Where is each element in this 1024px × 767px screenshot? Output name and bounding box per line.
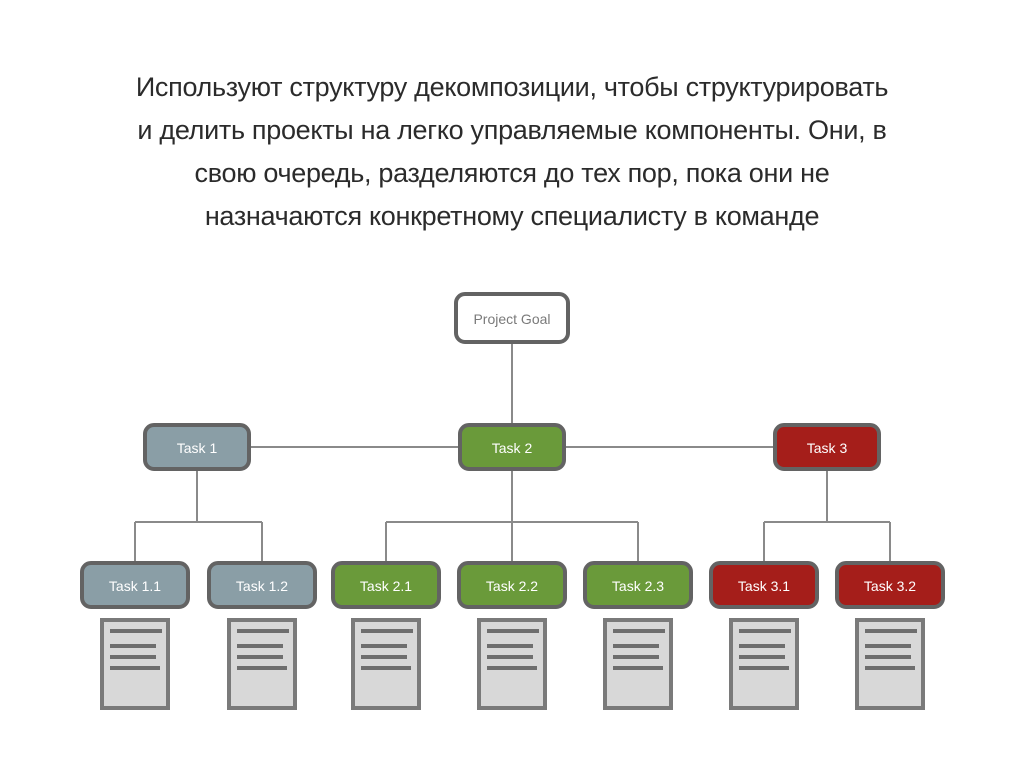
task-3-2-node[interactable]: Task 3.2 [835, 561, 945, 609]
task-1-1-node-box [80, 561, 190, 609]
project-goal-node-label: Project Goal [473, 311, 550, 327]
task-3-node-box [773, 423, 881, 471]
project-goal-node[interactable]: Project Goal [454, 292, 570, 344]
document-icon [477, 618, 547, 710]
task-2-3-node-box [583, 561, 693, 609]
task-3-1-node-box [709, 561, 819, 609]
task-2-1-node-label: Task 2.1 [360, 578, 412, 594]
task-2-2-node[interactable]: Task 2.2 [457, 561, 567, 609]
task-2-1-node-box [331, 561, 441, 609]
task-1-2-node-box [207, 561, 317, 609]
task-1-2-node[interactable]: Task 1.2 [207, 561, 317, 609]
task-1-node-label: Task 1 [177, 440, 218, 456]
document-icon [729, 618, 799, 710]
title-line: назначаются конкретному специалисту в ко… [204, 201, 820, 231]
task-2-node-label: Task 2 [492, 440, 533, 456]
task-1-node-box [143, 423, 251, 471]
document-icon [227, 618, 297, 710]
task-3-node-label: Task 3 [807, 440, 848, 456]
project-goal-node-box [454, 292, 570, 344]
task-1-node[interactable]: Task 1 [143, 423, 251, 471]
task-2-1-node[interactable]: Task 2.1 [331, 561, 441, 609]
task-1-1-node[interactable]: Task 1.1 [80, 561, 190, 609]
document-icon [351, 618, 421, 710]
task-1-2-node-label: Task 1.2 [236, 578, 288, 594]
document-icon [603, 618, 673, 710]
task-3-node[interactable]: Task 3 [773, 423, 881, 471]
task-2-3-node[interactable]: Task 2.3 [583, 561, 693, 609]
title-line: и делить проекты на легко управляемые ко… [137, 115, 887, 145]
document-icon [100, 618, 170, 710]
documents [100, 618, 925, 710]
task-3-2-node-label: Task 3.2 [864, 578, 916, 594]
slide-title: Используют структуру декомпозиции, чтобы… [40, 66, 984, 238]
task-2-node-box [458, 423, 566, 471]
task-2-node[interactable]: Task 2 [458, 423, 566, 471]
task-1-1-node-label: Task 1.1 [109, 578, 161, 594]
task-2-2-node-label: Task 2.2 [486, 578, 538, 594]
document-icon [855, 618, 925, 710]
task-2-3-node-label: Task 2.3 [612, 578, 664, 594]
task-3-1-node[interactable]: Task 3.1 [709, 561, 819, 609]
title-line: свою очередь, разделяются до тех пор, по… [194, 158, 830, 188]
task-3-2-node-box [835, 561, 945, 609]
title-line: Используют структуру декомпозиции, чтобы… [135, 72, 889, 102]
task-2-2-node-box [457, 561, 567, 609]
task-3-1-node-label: Task 3.1 [738, 578, 790, 594]
